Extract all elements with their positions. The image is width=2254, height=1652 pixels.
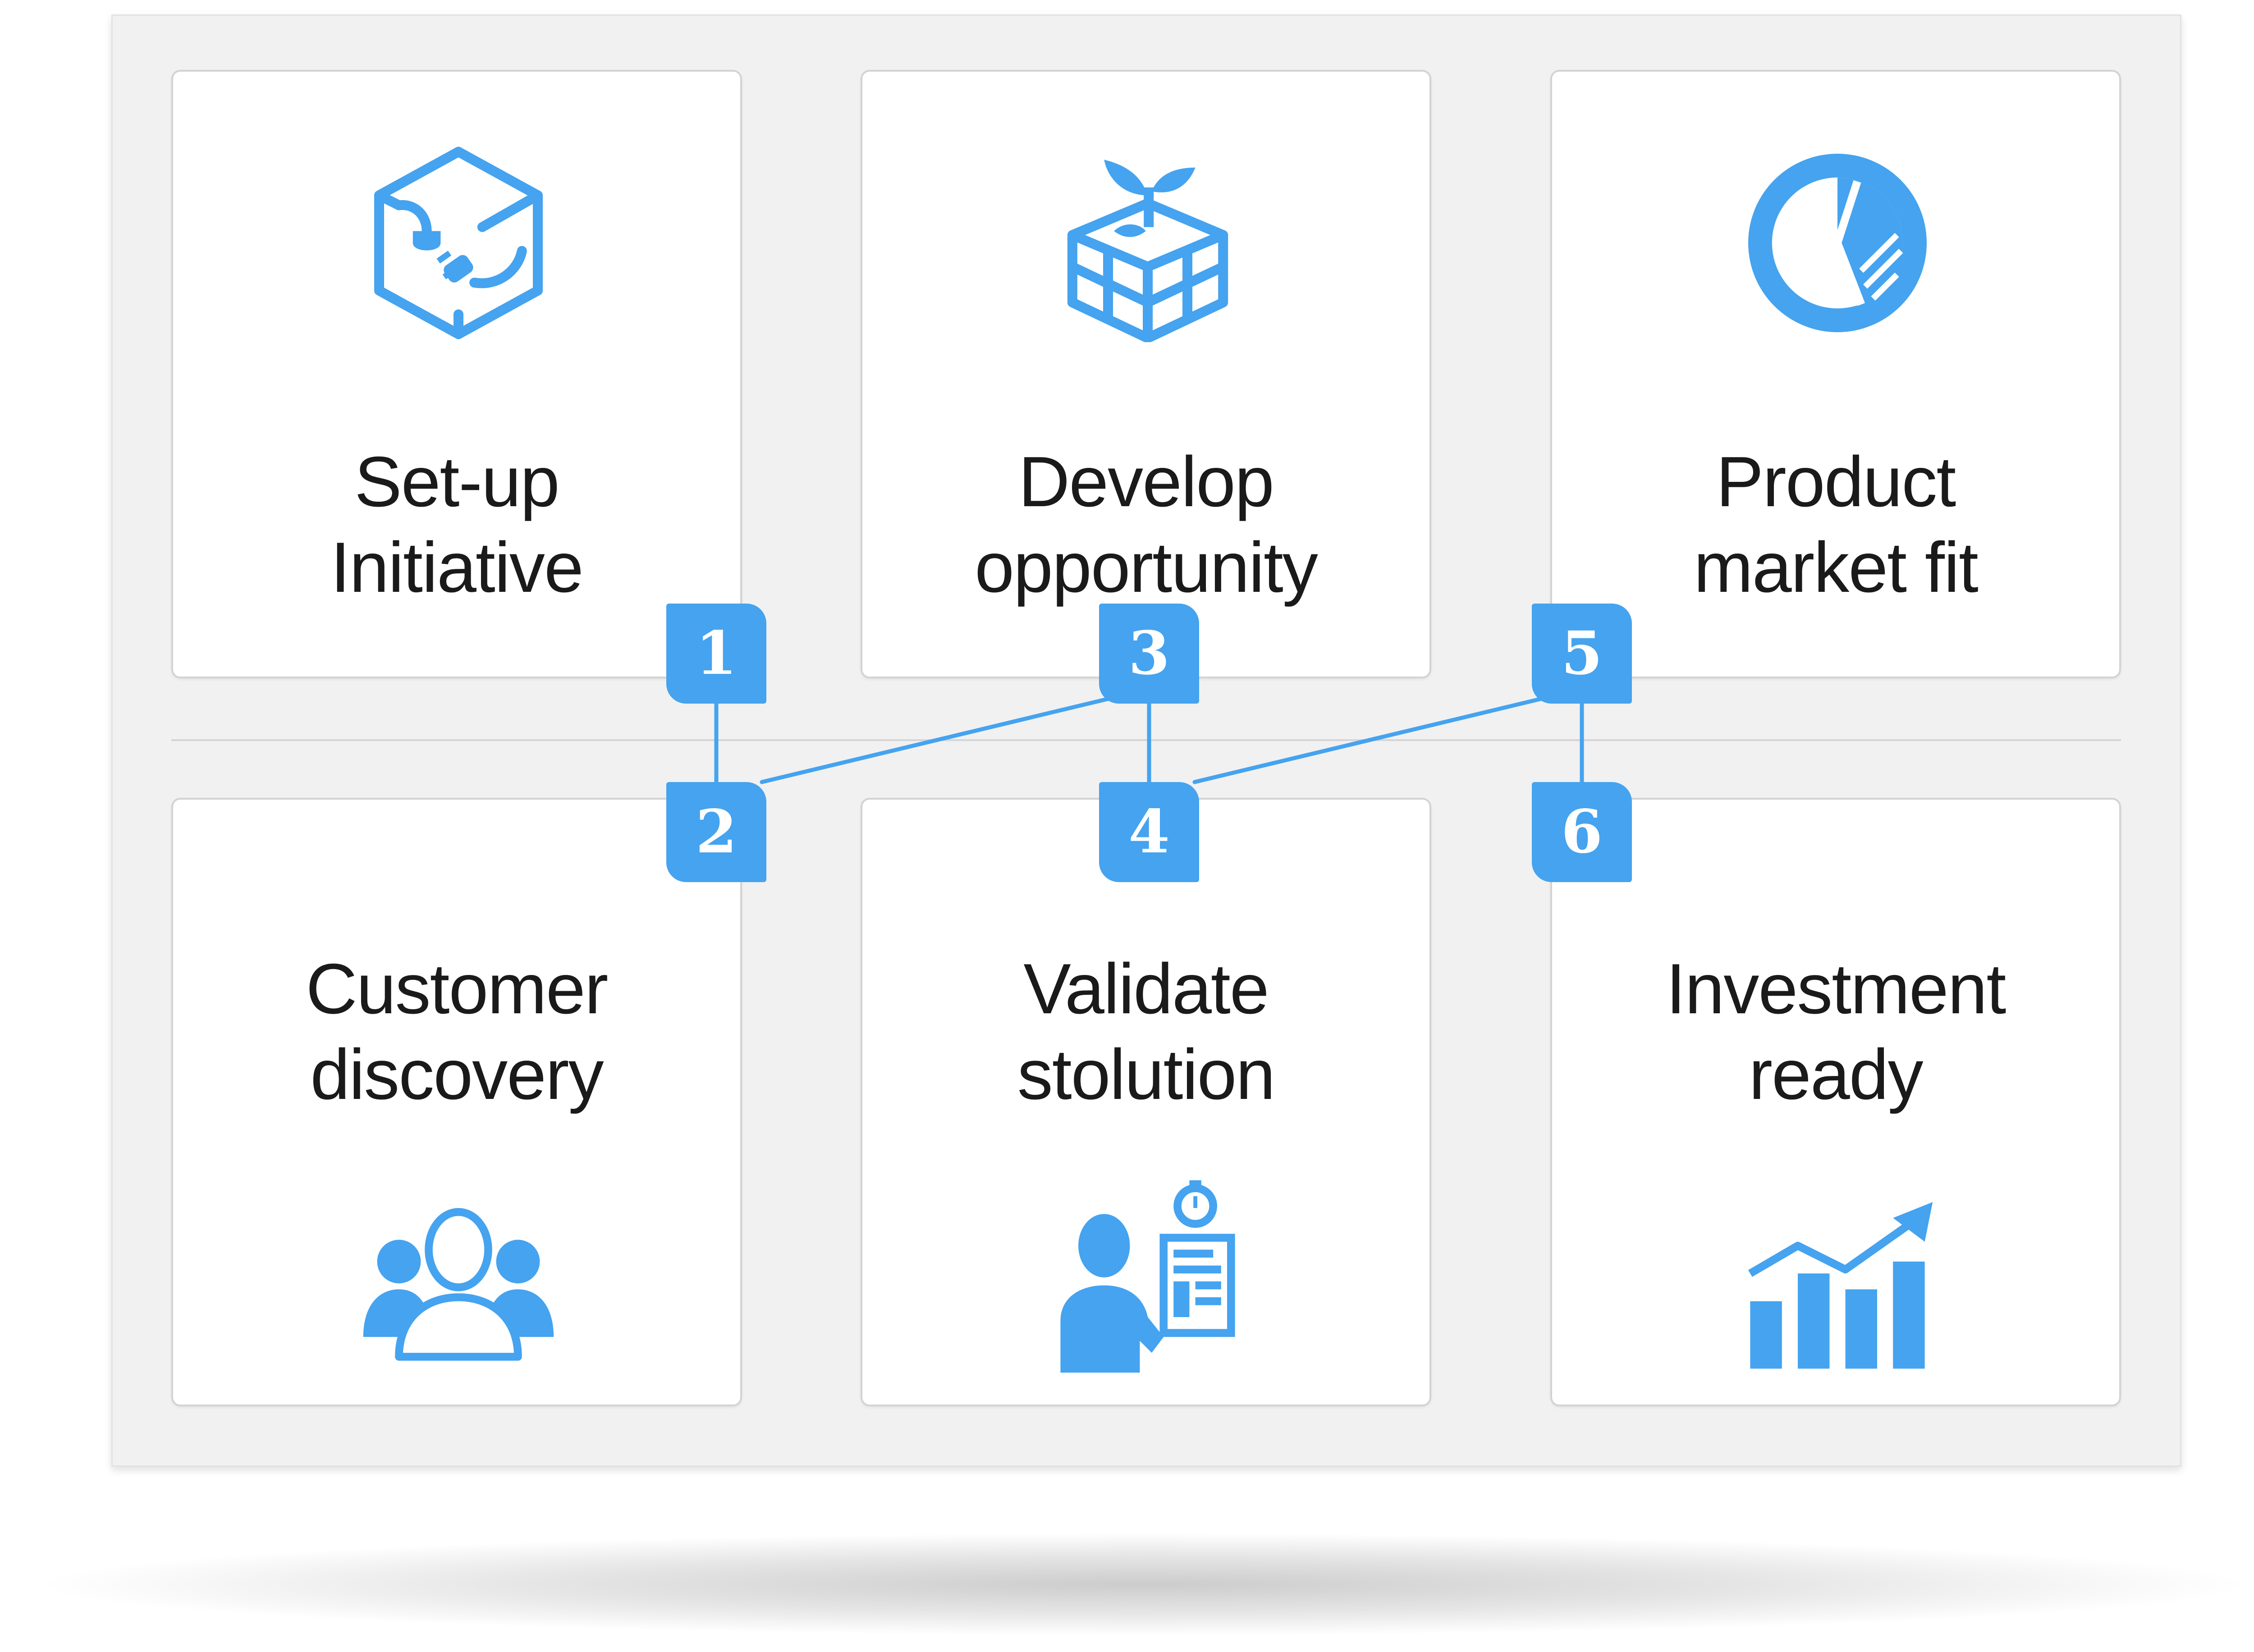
card-setup-initiative: Set-up Initiative [171,70,742,678]
growth-bar-chart-icon [1738,1178,1937,1377]
card-title: Customer discovery [306,949,609,1114]
card-title: Develop opportunity [975,442,1318,607]
person-report-timer-icon [1049,1178,1247,1377]
card-investment-ready: Investment ready [1550,798,2121,1406]
step-badge-5: 5 [1532,604,1632,704]
card-customer-discovery: Customer discovery [171,798,742,1406]
card-develop-opportunity: Develop opportunity [861,70,1431,678]
step-badge-3: 3 [1099,604,1199,704]
step-badge-4: 4 [1099,782,1199,882]
step-badge-6: 6 [1532,782,1632,882]
card-title: Validate stolution [1017,949,1276,1114]
pie-chart-icon [1738,144,1937,342]
floor-shadow [27,1533,2254,1636]
card-validate-solution: Validate stolution [861,798,1431,1406]
step-badge-1: 1 [666,604,766,704]
sprout-box-icon [1049,144,1247,342]
card-title: Investment ready [1666,949,2007,1114]
people-group-icon [359,1178,558,1377]
row-divider [171,739,2121,741]
card-title: Product market fit [1694,442,1979,607]
plugin-box-icon [359,144,558,342]
card-product-market-fit: Product market fit [1550,70,2121,678]
card-title: Set-up Initiative [330,442,584,607]
step-badge-2: 2 [666,782,766,882]
